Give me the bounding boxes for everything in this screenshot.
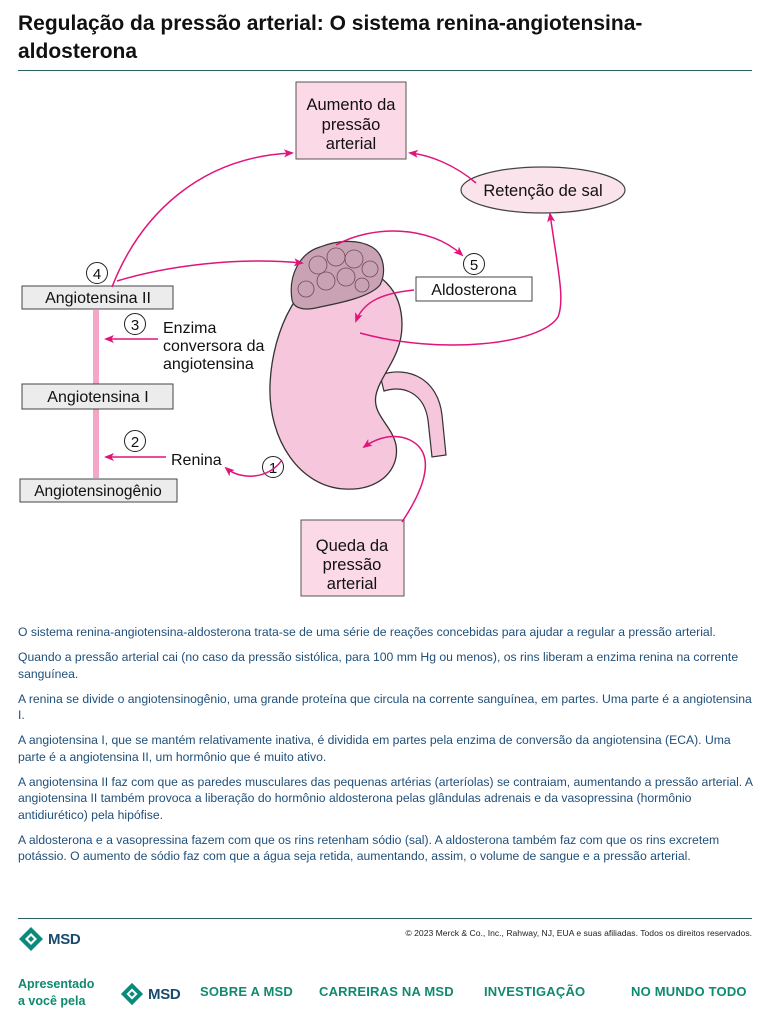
step-5: 5 [463,253,485,275]
paragraph-5: A angiotensina II faz com que as paredes… [18,774,753,822]
box-aumento-line1: Aumento da [307,96,397,114]
step-4: 4 [86,262,108,284]
msd-logo-text: MSD [48,930,81,948]
retencao-label: Retenção de sal [483,182,602,200]
nav-msd-logo[interactable]: MSD [120,982,181,1006]
renina-label: Renina [171,452,222,469]
bottom-nav: Apresentado a você pela MSD SOBRE A MSD … [0,974,768,1014]
box-aumento-line2: pressão [322,116,381,134]
paragraph-3: A renina se divide o angiotensinogênio, … [18,691,752,723]
angiotensina-i-label: Angiotensina I [47,389,148,406]
explanation-text: O sistema renina-angiotensina-aldosteron… [18,624,754,873]
nav-link-carreiras[interactable]: CARREIRAS NA MSD [319,984,454,999]
raas-diagram: Aumento da pressão arterial Retenção de … [19,81,626,597]
nav-link-investigacao[interactable]: INVESTIGAÇÃO [484,984,586,999]
ureter [379,371,447,458]
svg-text:2: 2 [131,434,139,451]
msd-logo-icon [19,927,43,951]
step-2: 2 [124,430,146,452]
box-queda-line2: pressão [323,556,382,574]
arrow-aldosterona-to-kidney [355,289,415,323]
enzima-line1: Enzima [163,320,216,337]
paragraph-6: A aldosterona e a vasopressina fazem com… [18,832,720,864]
enzima-line2: conversora da [163,338,264,355]
arrow-angii-to-aumento [111,149,294,288]
arrow-queda-to-kidney [362,435,427,523]
nav-link-sobre[interactable]: SOBRE A MSD [200,984,293,999]
svg-text:5: 5 [470,257,478,274]
box-aumento-line3: arterial [326,135,376,153]
aldosterona-label: Aldosterona [431,282,516,299]
box-queda-line3: arterial [327,575,377,593]
arrow-kidney-to-renina [224,459,283,477]
angiotensina-ii-label: Angiotensina II [45,290,151,307]
nav-link-mundo[interactable]: NO MUNDO TODO [631,984,747,999]
arrow-retencao-to-aumento [408,149,477,184]
paragraph-1: O sistema renina-angiotensina-aldosteron… [18,625,716,639]
nav-msd-logo-icon [120,982,144,1006]
box-angiotensina-ii: Angiotensina II [21,285,174,310]
box-aumento-pressao: Aumento da pressão arterial [295,81,407,160]
box-queda-line1: Queda da [316,537,389,555]
adrenal-texture [297,247,379,298]
enzima-line3: angiotensina [163,356,254,373]
msd-logo[interactable]: MSD [18,926,81,952]
footer-divider [18,918,752,919]
box-angiotensina-i: Angiotensina I [21,383,174,410]
presented-by: Apresentado a você pela [18,977,95,1008]
step-1: 1 [262,456,284,478]
angiotensinogenio-label: Angiotensinogênio [34,483,162,500]
kidney-shape [269,267,403,490]
svg-text:3: 3 [131,317,139,334]
svg-text:4: 4 [93,266,101,283]
arrow-kidney-to-retencao [359,212,562,346]
nav-msd-logo-text: MSD [148,985,181,1003]
page-title: Regulação da pressão arterial: O sistema… [18,12,643,63]
arrow-angii-to-adrenal [116,258,304,282]
box-queda-pressao: Queda da pressão arterial [300,519,405,597]
paragraph-4: A angiotensina I, que se mantém relativa… [18,733,731,764]
paragraph-2: Quando a pressão arterial cai (no caso d… [18,650,739,681]
box-aldosterona: Aldosterona [415,276,533,302]
title-divider [18,70,752,71]
step-3: 3 [124,313,146,335]
arrow-adrenal-to-aldosterona [335,230,464,257]
copyright-text: © 2023 Merck & Co., Inc., Rahway, NJ, EU… [405,928,752,938]
arrows [104,149,562,523]
box-angiotensinogenio: Angiotensinogênio [19,478,178,503]
ellipse-retencao-sal: Retenção de sal [460,166,626,214]
